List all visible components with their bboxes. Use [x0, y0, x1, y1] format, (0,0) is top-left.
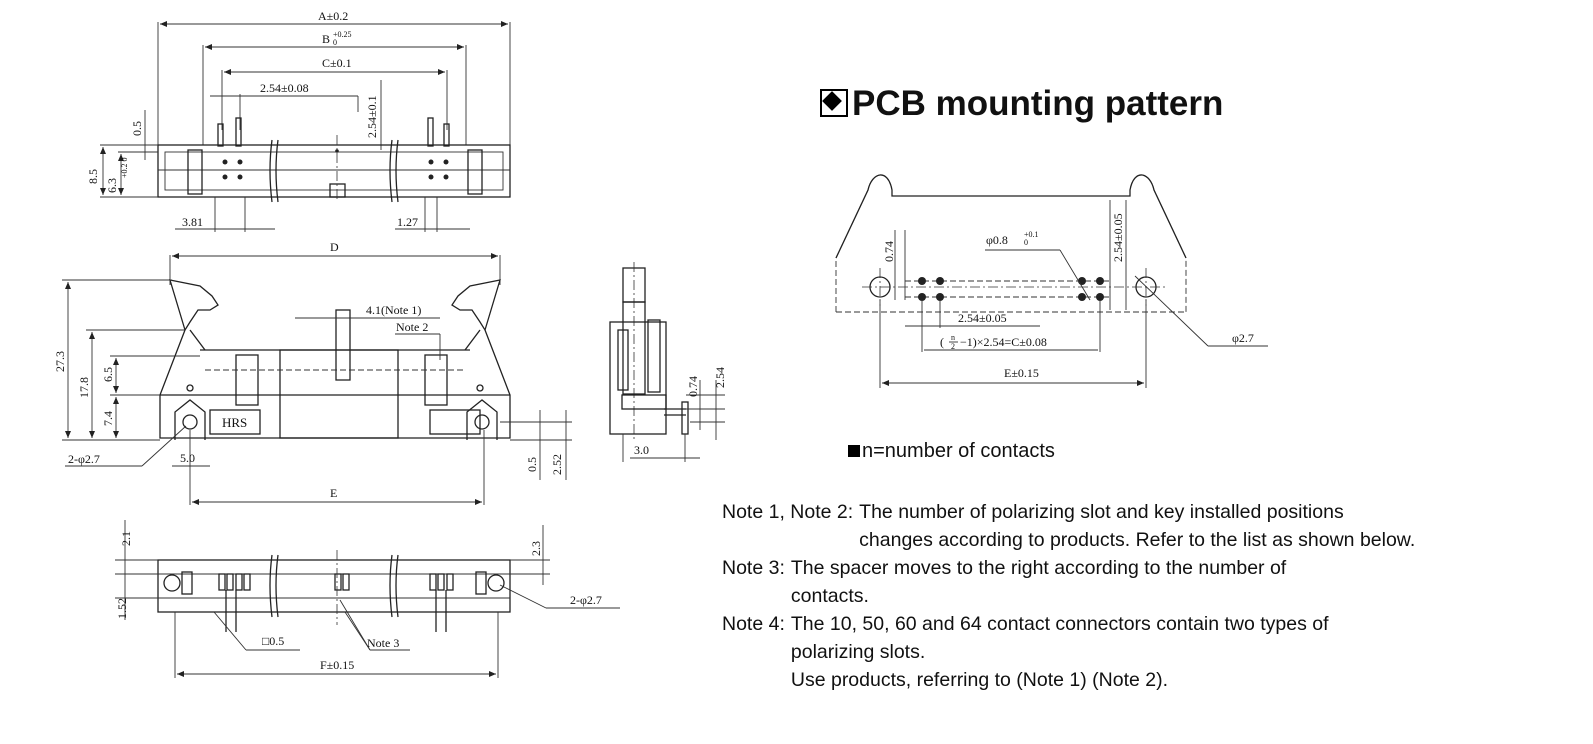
- dim-c-label: C±0.1: [322, 56, 352, 70]
- dim-3-0-label: 3.0: [634, 443, 649, 457]
- dim-d-label: D: [330, 240, 339, 254]
- dim-2-1-label: 2.1: [119, 531, 133, 546]
- note-text: The number of polarizing slot and key in…: [859, 498, 1430, 554]
- pcb-formula-suffix: −1)×2.54=C±0.08: [960, 335, 1047, 349]
- bottom-view: 2.1 1.52 2.3 2-φ2.7 □0.5 Note 3 F±0.15: [115, 520, 620, 678]
- hole-bottom-label: 2-φ2.7: [570, 593, 602, 607]
- dim-3-81-label: 3.81: [182, 215, 203, 229]
- note-4: Note 4: The 10, 50, 60 and 64 contact co…: [722, 610, 1430, 694]
- note-3: Note 3: The spacer moves to the right ac…: [722, 554, 1430, 610]
- square-bullet-icon: [848, 445, 860, 457]
- dim-2-3-label: 2.3: [529, 541, 543, 556]
- dim-6-3-label: 6.3: [105, 178, 119, 193]
- n-legend-text: n=number of contacts: [862, 440, 1055, 462]
- pcb-dim-2-54-vert-label: 2.54±0.05: [1111, 213, 1125, 262]
- pcb-pattern: 0.74 φ0.8 +0.1 0 2.54±0.05 2.54±0.05 ( n…: [835, 174, 1268, 388]
- dim-27-3-label: 27.3: [53, 351, 67, 372]
- dim-b-tol-upper: +0.25: [333, 30, 352, 39]
- diamond-icon: [820, 89, 848, 117]
- note-1-2: Note 1, Note 2: The number of polarizing…: [722, 498, 1430, 554]
- pcb-formula-prefix: (: [940, 335, 944, 349]
- note-label: Note 4:: [722, 613, 785, 635]
- pcb-hole-small-tol-upper: +0.1: [1024, 230, 1039, 239]
- note-label: Note 1, Note 2:: [722, 501, 854, 523]
- dim-e-front-label: E: [330, 486, 337, 500]
- pcb-section-title: PCB mounting pattern: [820, 84, 1223, 124]
- n-legend: n=number of contacts: [848, 440, 1055, 463]
- dim-f-label: F±0.15: [320, 658, 354, 672]
- pcb-hole-small-label: φ0.8: [986, 233, 1008, 247]
- dim-0-74-side-label: 0.74: [686, 376, 700, 397]
- dim-0-5-front-label: 0.5: [525, 457, 539, 472]
- hole-front-label: 2-φ2.7: [68, 452, 100, 466]
- dim-a-label: A±0.2: [318, 9, 348, 23]
- dim-b-tol-lower: 0: [333, 38, 337, 47]
- dim-17-8-label: 17.8: [77, 377, 91, 398]
- dim-0-5-top-label: 0.5: [130, 121, 144, 136]
- pcb-dim-e-label: E±0.15: [1004, 366, 1039, 380]
- note-text-cont: Use products, referring to (Note 1) (Not…: [790, 669, 1169, 691]
- note-text: The spacer moves to the right according …: [791, 554, 1430, 610]
- pcb-hole-small-tol-lower: 0: [1024, 238, 1028, 247]
- note-text-cont: changes according to products. Refer to …: [859, 529, 1416, 551]
- pcb-dim-2-54-horiz-label: 2.54±0.05: [958, 311, 1007, 325]
- note2-callout: Note 2: [396, 320, 428, 334]
- pcb-formula-den: 2: [951, 342, 955, 351]
- note-text-cont: contacts.: [790, 585, 869, 607]
- dim-4-1-label: 4.1(Note 1): [366, 303, 421, 317]
- dim-b-label: B: [322, 32, 330, 46]
- dim-6-5-label: 6.5: [101, 367, 115, 382]
- note-text: The 10, 50, 60 and 64 contact connectors…: [791, 610, 1430, 694]
- dim-row-pitch-label: 2.54±0.1: [365, 95, 379, 138]
- dim-pitch-label: 2.54±0.08: [260, 81, 309, 95]
- dim-5-0-label: 5.0: [180, 451, 195, 465]
- pcb-formula-num: n: [951, 333, 955, 342]
- note-label: Note 3:: [722, 557, 785, 579]
- note3-callout: Note 3: [367, 636, 399, 650]
- front-view: D HRS 27.3 17.8 6.5: [53, 240, 572, 505]
- dim-7-4-label: 7.4: [101, 411, 115, 426]
- dim-2-54-side-label: 2.54: [713, 367, 727, 388]
- dim-1-52-label: 1.52: [115, 598, 129, 619]
- top-view: A±0.2 B +0.25 0 C±0.1 2.54±0.08 2.54±0.1: [86, 9, 511, 232]
- dim-6-3-tol: +0.2 0: [120, 157, 129, 178]
- pcb-hole-large-label: φ2.7: [1232, 331, 1254, 345]
- brand-mark: HRS: [222, 415, 247, 430]
- dim-sq-0-5-label: □0.5: [262, 634, 284, 648]
- dim-8-5-label: 8.5: [86, 169, 100, 184]
- dim-2-52-label: 2.52: [550, 454, 564, 475]
- note-text-line: The number of polarizing slot and key in…: [859, 501, 1344, 523]
- pcb-title-text: PCB mounting pattern: [852, 84, 1224, 123]
- side-view: 0.74 2.54 3.0: [609, 262, 727, 462]
- note-text-line: The spacer moves to the right according …: [790, 557, 1287, 579]
- note-text-line: The 10, 50, 60 and 64 contact connectors…: [790, 613, 1329, 635]
- pcb-dim-0-74-label: 0.74: [882, 241, 896, 262]
- notes-block: Note 1, Note 2: The number of polarizing…: [722, 498, 1430, 694]
- dim-1-27-label: 1.27: [397, 215, 418, 229]
- note-text-cont: polarizing slots.: [790, 641, 926, 663]
